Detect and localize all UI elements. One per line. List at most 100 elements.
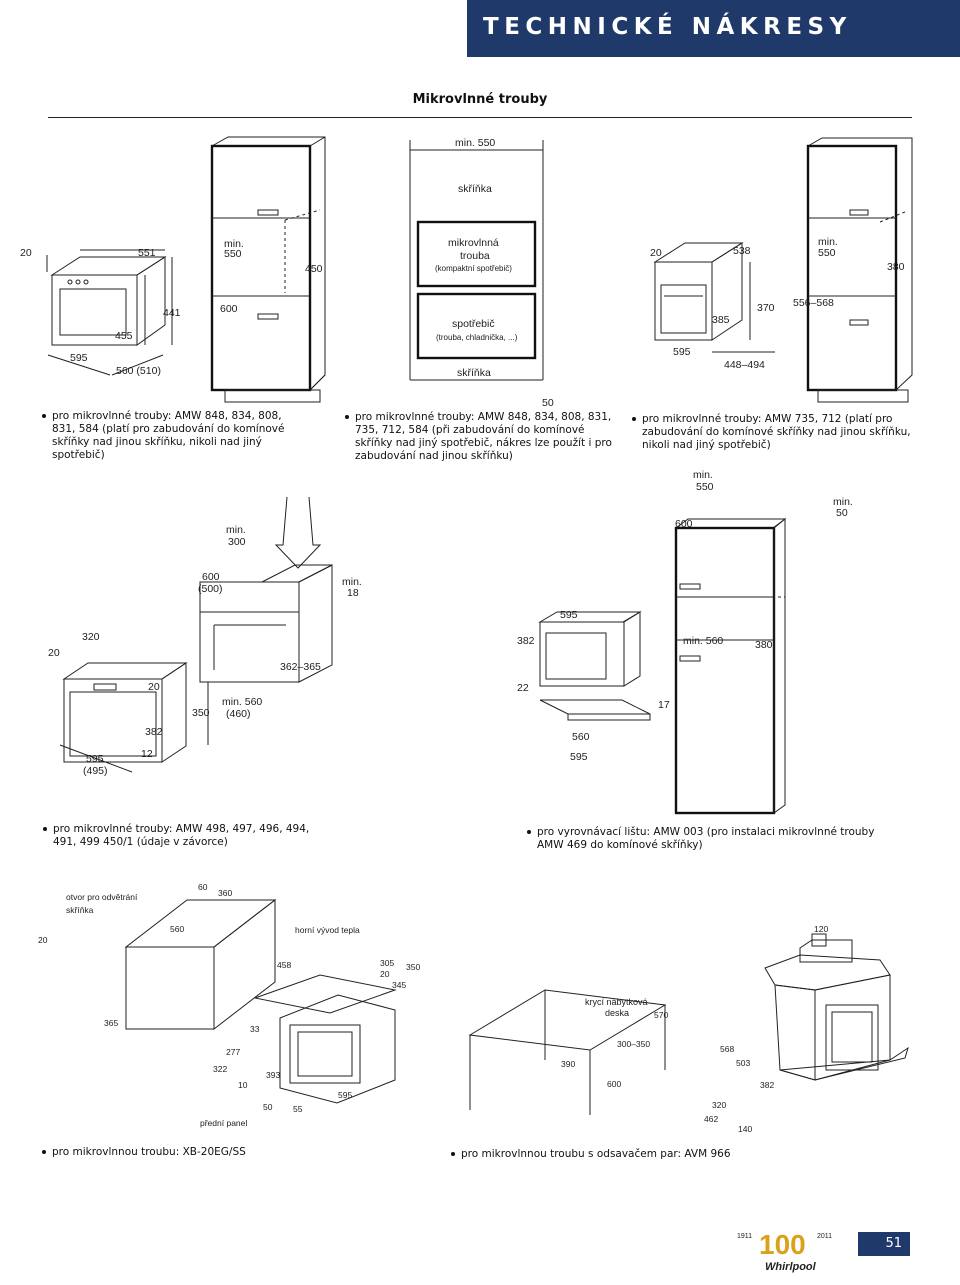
dim-382: 382 — [145, 726, 163, 738]
dim-min560: min. 560 — [683, 635, 723, 647]
dim-380: 380 — [887, 261, 905, 273]
dim-570: 570 — [654, 1010, 668, 1020]
dim-600: 600 — [220, 303, 238, 315]
dim-300: 300 — [228, 536, 246, 548]
dim-458: 458 — [277, 960, 291, 970]
dim-370: 370 — [757, 302, 775, 314]
label-trouba: trouba — [460, 250, 490, 262]
dim-560: 560 — [170, 924, 184, 934]
dim-345: 345 — [392, 980, 406, 990]
dim-350: 350 — [192, 707, 210, 719]
dim-600: 600 — [607, 1079, 621, 1089]
dim-595b: 595 — [570, 751, 588, 763]
dim-min: min. — [224, 238, 244, 250]
label-otvor: otvor pro odvětrání — [66, 892, 138, 902]
label-horni-vyvod: horní vývod tepla — [295, 925, 360, 935]
bullet-amw-848-b: pro mikrovlnné trouby: AMW 848, 834, 808… — [345, 411, 625, 463]
dim-450: 450 — [305, 263, 323, 275]
dim-20: 20 — [38, 935, 48, 945]
dim-595: 595 — [70, 352, 88, 364]
dim-560: 560 — [572, 731, 590, 743]
diagram-7: krycí nábytková deska 570 300–350 390 60… — [468, 989, 668, 1115]
bullet-amw-735: pro mikrovlnné trouby: AMW 735, 712 (pla… — [632, 413, 917, 452]
dim-538: 538 — [733, 245, 751, 257]
dim-20a: 20 — [48, 647, 60, 659]
dim-20b: 20 — [380, 969, 390, 979]
label-trouba-chladnicka: (trouba, chladnička, ...) — [436, 333, 518, 342]
label-predni-panel: přední panel — [200, 1118, 247, 1128]
label-kryci-deska-2: deska — [605, 1008, 629, 1018]
dim-462: 462 — [704, 1114, 718, 1124]
dim-560: min. 560 — [222, 696, 262, 708]
diagram-3: 20 538 385 370 595 448–494 min. 550 380 … — [650, 137, 913, 403]
dim-50: 50 — [542, 397, 554, 409]
dim-390: 390 — [561, 1059, 575, 1069]
dim-min: min. — [226, 524, 246, 536]
dim-380: 380 — [755, 639, 773, 651]
subtitle-rule — [48, 117, 912, 118]
label-kompaktni: (kompaktní spotřebič) — [435, 264, 512, 273]
dim-350: 350 — [406, 962, 420, 972]
dim-550: 550 — [696, 481, 714, 493]
dim-568: 568 — [720, 1044, 734, 1054]
logo-brand: Whirlpool — [765, 1261, 817, 1273]
dim-595: 595 — [560, 609, 578, 621]
dim-20b: 20 — [148, 681, 160, 693]
label-mikrovlnna: mikrovlnná — [448, 237, 499, 249]
dim-455: 455 — [115, 330, 133, 342]
logo-year-left: 1911 — [737, 1233, 752, 1240]
dim-365: 365 — [104, 1018, 118, 1028]
dim-33: 33 — [250, 1024, 260, 1034]
dim-322: 322 — [213, 1064, 227, 1074]
header-bar — [467, 0, 960, 57]
dim-556: 556–568 — [793, 297, 834, 309]
dim-600: 600 — [202, 571, 220, 583]
label-skrinka: skříňka — [66, 905, 94, 915]
dim-12: 12 — [141, 748, 153, 760]
logo-year-right: 2011 — [817, 1233, 832, 1240]
dim-min550: min. 550 — [455, 137, 495, 149]
dim-600: 600 — [675, 518, 693, 530]
dim-277: 277 — [226, 1047, 240, 1057]
dim-495: (495) — [83, 765, 108, 777]
dim-min-18: min. — [342, 576, 362, 588]
dim-503: 503 — [736, 1058, 750, 1068]
dim-18: 18 — [347, 587, 359, 599]
bullet-avm966: pro mikrovlnnou troubu s odsavačem par: … — [451, 1148, 761, 1161]
dim-20: 20 — [20, 247, 32, 259]
diagram-5: min. 550 600 min. 50 595 382 min. 560 38… — [517, 469, 853, 815]
dim-10: 10 — [238, 1080, 248, 1090]
dim-385: 385 — [712, 314, 730, 326]
dim-382: 382 — [517, 635, 535, 647]
dim-120: 120 — [814, 924, 828, 934]
dim-460: (460) — [226, 708, 251, 720]
dim-55: 55 — [293, 1104, 303, 1114]
diagram-2: min. 550 skříňka mikrovlnná trouba (komp… — [409, 137, 554, 409]
label-kryci-deska-1: krycí nábytková — [585, 997, 648, 1007]
label-skrinka-top: skříňka — [458, 183, 492, 195]
dim-393: 393 — [266, 1070, 280, 1080]
dim-min: min. — [693, 469, 713, 481]
whirlpool-100-logo: 1911 2011 100 Whirlpool — [737, 1224, 833, 1274]
dim-140: 140 — [738, 1124, 752, 1134]
dim-50: 50 — [836, 507, 848, 519]
dim-362: 362–365 — [280, 661, 321, 673]
dim-595: 595 — [338, 1090, 352, 1100]
page-title: TECHNICKÉ NÁKRESY — [483, 14, 852, 40]
dim-22: 22 — [517, 682, 529, 694]
label-skrinka-bottom: skříňka — [457, 367, 491, 379]
dim-20: 20 — [650, 247, 662, 259]
dim-min-50: min. — [833, 496, 853, 508]
diagram-4: min. 300 600 (500) min. 18 362–365 320 2… — [48, 496, 362, 777]
dim-320: 320 — [82, 631, 100, 643]
dim-305: 305 — [380, 958, 394, 968]
dim-382: 382 — [760, 1080, 774, 1090]
page-number: 51 — [858, 1232, 910, 1256]
dim-551: 551 — [138, 247, 156, 259]
diagram-1: 20 551 441 455 595 560 (510) min. 550 45… — [20, 136, 326, 403]
dim-60: 60 — [198, 882, 208, 892]
dim-595: 595 — [86, 753, 104, 765]
dim-550: 550 — [224, 248, 242, 260]
bullet-amw-848-a: pro mikrovlnné trouby: AMW 848, 834, 808… — [42, 410, 302, 462]
label-spotrebic: spotřebič — [452, 318, 495, 330]
